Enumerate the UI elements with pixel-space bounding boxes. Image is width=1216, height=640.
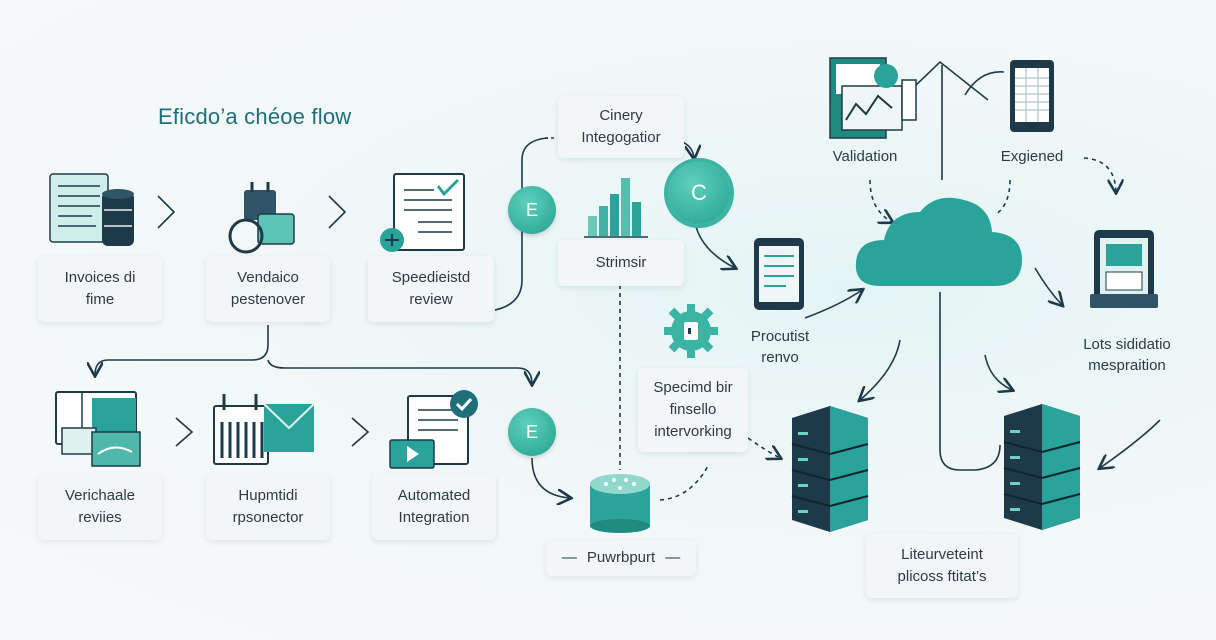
document-database-icon — [49, 173, 134, 246]
connector-to-e2 — [267, 359, 532, 384]
server-rack-icon-right — [1003, 404, 1081, 530]
badge-e-top: E — [508, 186, 556, 234]
connector-lots-server — [1100, 419, 1161, 468]
arrow-row2-a — [175, 417, 194, 447]
box-speedicistd: Speedieistd review — [368, 256, 494, 322]
page-title: Eficdo’a chéoe flow — [158, 104, 352, 129]
tablet-shop-icon — [1090, 230, 1158, 308]
box-liteurveteint: Liteurveteint plicoss ftitat’s — [866, 534, 1018, 598]
connector-e2-disk — [531, 457, 570, 498]
connector-cloud-lots — [1034, 267, 1062, 305]
badge-c-gear: C — [668, 162, 730, 224]
box-verichaale: Verichaale reviies — [38, 474, 162, 540]
box-strimsir: Strimsir — [558, 240, 684, 286]
connector-vendaico-verichaale — [95, 325, 269, 375]
connector-exgiened-tablet — [1083, 157, 1116, 192]
arrow-row1-a — [157, 195, 176, 229]
cloud-icon — [855, 197, 1022, 286]
document-video-icon — [389, 390, 478, 469]
review-document-icon — [380, 173, 465, 252]
tablet-spreadsheet-icon — [1010, 60, 1054, 132]
server-rack-icon-left — [791, 406, 869, 532]
badge-e-bottom: E — [508, 408, 556, 456]
box-purwrbpurt: — Puwrbpurt — — [546, 540, 696, 576]
box-specimd: Specimd bir finsello intervorking — [638, 368, 748, 452]
validation-chart-icon — [829, 57, 917, 139]
calendar-envelope-icon — [213, 394, 315, 465]
connector-cloud-down — [939, 292, 1001, 471]
label-lots: Lots sididatio mespraition — [1083, 336, 1171, 374]
box-automated: Automated Integration — [372, 474, 496, 540]
connector-disk-specimd — [659, 465, 709, 501]
label-validation: Validation — [832, 148, 898, 165]
connector-c-procutist — [694, 221, 735, 268]
box-cinery: Cinery Integogatior — [558, 96, 684, 158]
box-vendaico: Vendaico pestenover — [206, 256, 330, 322]
label-exgiened: Exgiened — [1000, 148, 1064, 165]
phone-document-icon — [754, 238, 804, 310]
arrow-row2-b — [351, 417, 370, 447]
media-gallery-icon — [55, 391, 141, 467]
storage-disk-icon — [590, 474, 650, 533]
label-procutist: Procutist renvo — [750, 328, 810, 366]
gear-icon — [664, 304, 718, 358]
box-invoices: Invoices di fime — [38, 256, 162, 322]
bar-chart-icon — [584, 178, 648, 238]
security-tag-icon — [228, 182, 295, 254]
arrow-row1-b — [328, 195, 347, 229]
box-hupmtidi: Hupmtidi rpsonector — [206, 474, 330, 540]
